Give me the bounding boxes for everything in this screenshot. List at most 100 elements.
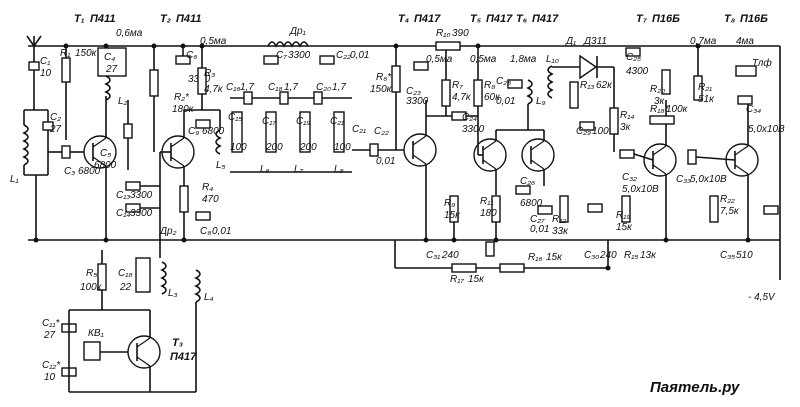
label-l10: L₁₀ [546,54,559,65]
capacitor-c9 [195,119,211,129]
transistor-t7 [643,143,677,177]
label-c22: C₂₂ [374,126,389,137]
label-c8: C₈ [200,226,211,237]
label-d1: Д₁ [565,36,576,47]
label-c25: C₂₄ [462,112,477,123]
value-r13: 62к [596,80,613,91]
value-c33: 5,0х10В [622,184,659,195]
label-t5: T₅ [470,13,482,25]
value-c20: 1,7 [332,82,346,93]
value-r6: 150к [370,84,393,95]
resistor-r1 [61,57,71,83]
crystal-kv1 [83,341,101,361]
label-c1: C₁ [40,56,50,67]
transistor-t6 [521,138,555,172]
current-t2: 0,5ма [200,36,227,47]
inductor-l4 [194,269,201,303]
capacitor-c34 [687,149,697,165]
value-c27: 6800 [520,198,543,209]
label-t2: T₂ [160,13,171,25]
label-t3: T₃ [172,337,183,349]
label-l3: L₃ [168,288,178,299]
capacitor-c18 [279,91,289,105]
value-r17: 15к [468,274,485,285]
label-r15: R₁₅ [624,250,638,261]
label-l5: L₅ [216,160,226,171]
value-r7: 4,7к [452,92,472,103]
label-c6: C₆ [186,50,197,61]
current-t5: 0,5ма [470,54,497,65]
value-r8: 60к [484,92,501,103]
resistor-r12 [559,195,569,223]
label-r11: R₁₁ [480,196,494,207]
capacitor-c36 [763,205,779,215]
value-r2: 180к [172,104,195,115]
value-c19: 200 [299,142,317,153]
capacitor-c23 [319,55,335,65]
type-t3: П417 [170,351,197,363]
value-c32: 240 [441,250,459,261]
transistor-t4 [403,133,437,167]
value-c14: 3300 [130,208,153,219]
value-c21: 100 [334,142,351,153]
capacitor-c29 [507,79,523,89]
value-r21: 51к [698,94,715,105]
watermark: Паяmель.ру [650,379,740,396]
label-l2: L₂ [118,96,128,107]
type-t4: П417 [414,13,441,25]
label-phones: Тлф [752,57,772,69]
capacitor-c28 [537,205,553,215]
value-r15: 13к [640,250,657,261]
value-r10: 390 [452,28,469,39]
label-r8: R₈ [484,80,495,91]
capacitor-c7 [263,55,279,65]
value-c8: 0,01 [212,226,231,237]
value-c2: 27 [49,124,62,135]
label-r16: R₁₆ [528,252,542,263]
inductor-l3 [160,261,167,295]
label-c29: C₂₈ [496,76,511,87]
value-c18b: 22 [119,282,132,293]
current-t6: 1,8ма [510,54,537,65]
resistor-r17 [451,263,477,273]
label-c32: C₃₁ [426,250,440,261]
label-r7: R₇ [452,80,463,91]
label-c36: C₃₅ [720,250,735,261]
value-r20: 3к [654,96,666,107]
label-c16: C₁₆ [226,82,240,93]
type-t8: П16Б [740,13,768,25]
label-c18b: C₁₈ [118,268,133,279]
type-t5: П417 [486,13,513,25]
tank-c4 [97,47,127,77]
value-r12: 33к [552,226,569,237]
value-c36: 510 [736,250,753,261]
value-r1: 150к [75,48,98,59]
capacitor-c8 [195,211,211,221]
capacitor-c13 [125,181,141,191]
capacitor-c26 [625,47,641,57]
current-t4: 0,5ма [426,54,453,65]
value-c4: 27 [105,64,118,75]
value-c34: 5,0х10В [690,174,727,185]
label-c17: C₁₇ [262,116,276,127]
capacitor-c16 [243,91,253,105]
resistor-r4 [179,185,189,213]
label-l1: L₁ [10,174,19,185]
phones-icon [735,65,757,77]
label-r10: R₁₀ [436,28,451,39]
label-c24: C₂₃ [406,86,421,97]
label-r3: R₃ [204,68,215,79]
label-c5: C₅ [100,148,111,159]
label-c28: C₂₇ [530,214,545,225]
transistor-t5 [473,138,507,172]
label-c19: C₁₉ [296,116,310,127]
label-r19: R₁₉ [616,210,630,221]
junctions [33,43,751,271]
resistor-r16 [499,263,525,273]
value-c1: 10 [40,68,52,79]
value-c24: 3300 [406,96,429,107]
label-c14: C₁₄ [116,208,130,219]
resistor-r2 [149,69,159,97]
capacitor-c32 [485,241,495,257]
